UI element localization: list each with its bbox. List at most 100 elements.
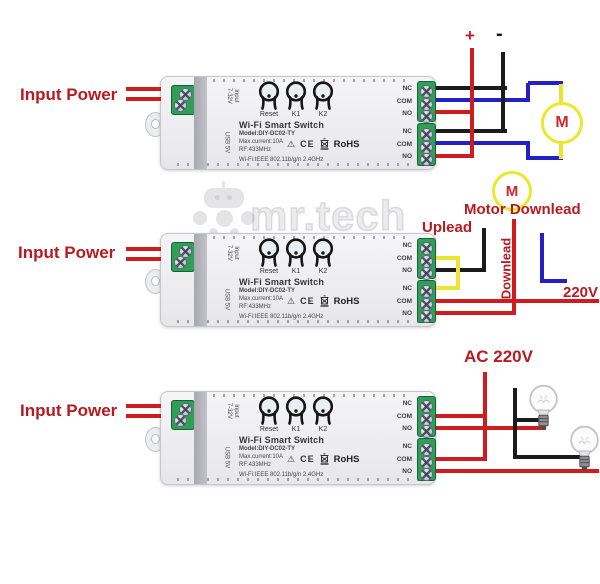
warning-icon: ⚠ [287, 295, 296, 306]
output-terminal-strip [417, 238, 436, 323]
dc-minus-label: - [496, 23, 503, 45]
device-end-stripe [194, 77, 207, 169]
wire-red [126, 404, 161, 408]
rohs-label: RoHS [333, 295, 360, 307]
device-rf: RF:433MHz [239, 147, 272, 153]
input-voltage-side-label: Input 7-32V [225, 236, 239, 270]
terminal-screw-icon [420, 84, 433, 98]
device-max-current: Max.current:10A [239, 454, 284, 460]
input-terminal-block [171, 242, 195, 272]
k2-label: K2 [318, 268, 328, 275]
terminal-screw-icon [420, 266, 433, 280]
relay2-terminal-block [417, 280, 436, 323]
wire-red [126, 87, 161, 91]
terminal-label-nc: NC [402, 285, 412, 292]
side-label-line: 7-32V [226, 402, 232, 419]
device-wifi-spec: Wi-Fi:IEEE 802.11b/g/n 2.4GHz [239, 314, 324, 320]
terminal-screw-icon [420, 442, 433, 456]
terminal-label-no: NO [402, 153, 412, 160]
terminal-screw-icon [420, 284, 433, 298]
robot-logo-icon [193, 181, 255, 237]
input-terminal-block [171, 400, 195, 430]
uplead-label: Uplead [422, 219, 473, 236]
device-body: Input 7-32V USB 5V [160, 76, 436, 170]
terminal-label-nc: NC [402, 242, 412, 249]
terminal-label-com: COM [396, 413, 412, 420]
device-end-stripe [194, 234, 207, 326]
usb-side-label: USB 5V [223, 131, 230, 154]
terminal-screw-icon [174, 256, 187, 269]
keyhole-button-icon [312, 238, 334, 267]
terminal-screw-icon [420, 254, 433, 268]
vent-slots-bottom-icon [177, 320, 423, 323]
device-title: Wi-Fi Smart Switch [239, 120, 325, 130]
keyhole-button-icon [285, 238, 307, 267]
weee-bin-icon [320, 453, 329, 465]
wire-red [436, 110, 474, 114]
wire-red [470, 48, 474, 158]
k2-label: K2 [318, 111, 328, 118]
keyhole-button-icon [258, 396, 280, 425]
device-title: Wi-Fi Smart Switch [239, 277, 325, 287]
wire-red [436, 426, 546, 430]
terminal-label-com: COM [396, 255, 412, 262]
wire-black [513, 388, 517, 459]
k1-button [284, 395, 308, 427]
wire-red [436, 311, 516, 315]
terminal-label-com: COM [396, 98, 412, 105]
terminal-label-nc: NC [402, 85, 412, 92]
side-label-line: Input [232, 246, 239, 260]
input-power-label: Input Power [18, 243, 116, 262]
terminal-label-com: COM [396, 456, 412, 463]
warning-icon: ⚠ [287, 138, 296, 149]
device-model: Model:DIY-DC02-TY [239, 288, 296, 294]
downlead-vertical-label: Downlead [498, 237, 514, 300]
wire-blue [542, 279, 567, 283]
relay2-terminal-block [417, 438, 436, 481]
device-rf: RF:433MHz [239, 304, 272, 310]
wire-black [515, 455, 583, 459]
rohs-label: RoHS [333, 138, 360, 150]
output-terminal-strip [417, 81, 436, 166]
wire-red [126, 97, 161, 101]
terminal-label-com: COM [396, 298, 412, 305]
relay2-terminal-block [417, 123, 436, 166]
input-voltage-side-label: Input 7-32V [225, 394, 239, 428]
keyhole-button-icon [312, 81, 334, 110]
usb-side-label: USB 5V [223, 288, 230, 311]
terminal-screw-icon [420, 412, 433, 426]
device-wifi-spec: Wi-Fi:IEEE 802.11b/g/n 2.4GHz [239, 157, 324, 163]
vent-slots-bottom-icon [177, 478, 423, 481]
terminal-screw-icon [174, 414, 187, 427]
certification-row: ⚠ CE RoHS [287, 451, 372, 467]
wire-red [512, 219, 516, 315]
wire-blue [526, 83, 530, 102]
keyhole-button-icon [258, 238, 280, 267]
wire-blue [436, 98, 530, 102]
watermark-text: mr.tech [249, 191, 407, 240]
k1-label: K1 [291, 426, 301, 433]
terminal-label-nc: NC [402, 400, 412, 407]
vent-slots-bottom-icon [177, 163, 423, 166]
device-max-current: Max.current:10A [239, 139, 284, 145]
vent-slots-top-icon [213, 394, 411, 397]
weee-bin-icon [320, 295, 329, 307]
input-power-label: Input Power [20, 401, 118, 420]
certification-row: ⚠ CE RoHS [287, 136, 372, 152]
terminal-screw-icon [420, 424, 433, 438]
device-title: Wi-Fi Smart Switch [239, 435, 325, 445]
usb-side-label: USB 5V [223, 446, 230, 469]
reset-button [257, 237, 281, 269]
relay1-terminal-block [417, 238, 436, 280]
weee-bin-icon [320, 138, 329, 150]
k2-button [311, 395, 335, 427]
terminal-label-no: NO [402, 310, 412, 317]
device-end-stripe [194, 392, 207, 484]
device-max-current: Max.current:10A [239, 296, 284, 302]
terminal-screw-icon [174, 99, 187, 112]
wire-yellow [559, 140, 563, 159]
smart-switch-device-2: Input 7-32V USB 5V [145, 233, 436, 327]
input-terminal-block [171, 85, 195, 115]
terminal-label-no: NO [402, 110, 412, 117]
keyhole-button-icon [285, 81, 307, 110]
